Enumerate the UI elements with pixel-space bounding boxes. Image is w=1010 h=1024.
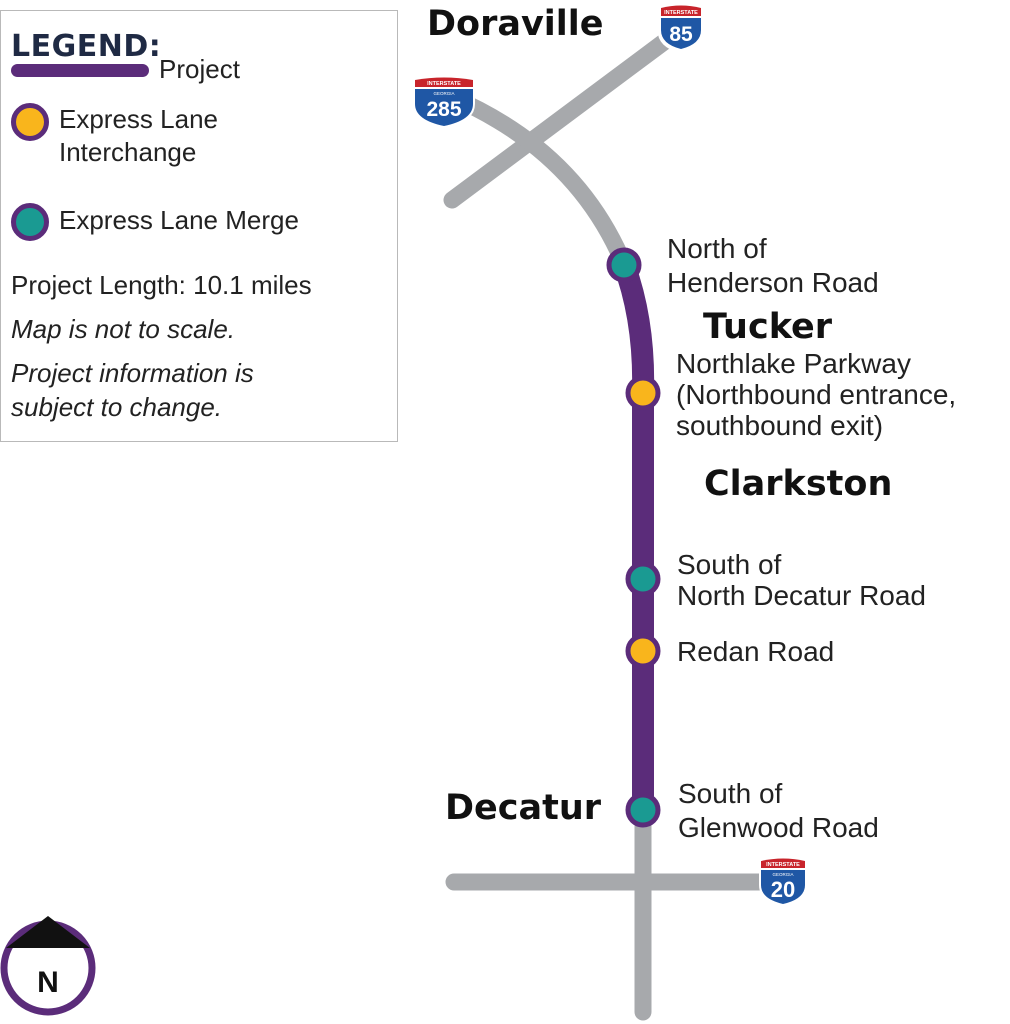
redan-label: Redan Road	[677, 636, 835, 667]
i20-state: GEORGIA	[772, 872, 793, 877]
henderson-label-2: Henderson Road	[667, 267, 879, 298]
compass-label: N	[37, 966, 59, 999]
i285-road	[443, 88, 632, 271]
i285-state: GEORGIA	[433, 91, 454, 96]
i20-shield: INTERSTATE GEORGIA 20	[759, 856, 807, 907]
legend-merge-label: Express Lane Merge	[59, 205, 299, 235]
north-arrow-icon: N	[0, 916, 96, 1016]
north-decatur-label-2: North Decatur Road	[677, 580, 927, 611]
northlake-label-2: (Northbound entrance,	[676, 379, 957, 410]
change-note-1: Project information is	[11, 358, 254, 388]
redan-interchange-marker	[625, 633, 661, 669]
glenwood-merge-marker	[625, 792, 661, 828]
legend-interchange-label-1: Express Lane	[59, 104, 218, 134]
glenwood-label-2: Glenwood Road	[678, 812, 879, 843]
scale-note: Map is not to scale.	[11, 314, 235, 344]
city-tucker: Tucker	[703, 307, 833, 347]
i285-number: 285	[426, 98, 461, 121]
legend-interchange-label-2: Interchange	[59, 137, 197, 167]
legend: LEGEND: Project Express Lane Interchange…	[0, 10, 398, 442]
i85-header: INTERSTATE	[664, 10, 698, 16]
city-doraville: Doraville	[427, 4, 604, 44]
point-markers	[606, 247, 661, 828]
i20-number: 20	[771, 877, 795, 902]
city-clarkston: Clarkston	[704, 464, 893, 504]
i85-shield: INTERSTATE 85	[657, 1, 705, 54]
legend-title: LEGEND:	[11, 29, 162, 64]
northlake-interchange-marker	[625, 375, 661, 411]
i285-shield: INTERSTATE GEORGIA 285	[413, 75, 475, 129]
henderson-label-1: North of	[667, 233, 767, 264]
teal-circle-icon	[11, 203, 49, 241]
project-length: Project Length: 10.1 miles	[11, 270, 312, 300]
northlake-label-1: Northlake Parkway	[676, 348, 911, 379]
project-line-icon	[11, 64, 149, 77]
northlake-label-3: southbound exit)	[676, 410, 884, 441]
henderson-road-merge-marker	[606, 247, 642, 283]
city-decatur: Decatur	[445, 788, 602, 828]
north-decatur-label-1: South of	[677, 549, 782, 580]
yellow-circle-icon	[11, 103, 49, 141]
change-note-2: subject to change.	[11, 392, 223, 422]
roads	[443, 21, 799, 1021]
i20-header: INTERSTATE	[766, 862, 800, 868]
i85-road	[443, 21, 689, 209]
project-corridor	[612, 258, 655, 808]
north-decatur-merge-marker	[625, 561, 661, 597]
glenwood-label-1: South of	[678, 778, 783, 809]
i85-number: 85	[669, 23, 693, 46]
i285-header: INTERSTATE	[427, 81, 461, 87]
legend-project-label: Project	[159, 54, 240, 84]
